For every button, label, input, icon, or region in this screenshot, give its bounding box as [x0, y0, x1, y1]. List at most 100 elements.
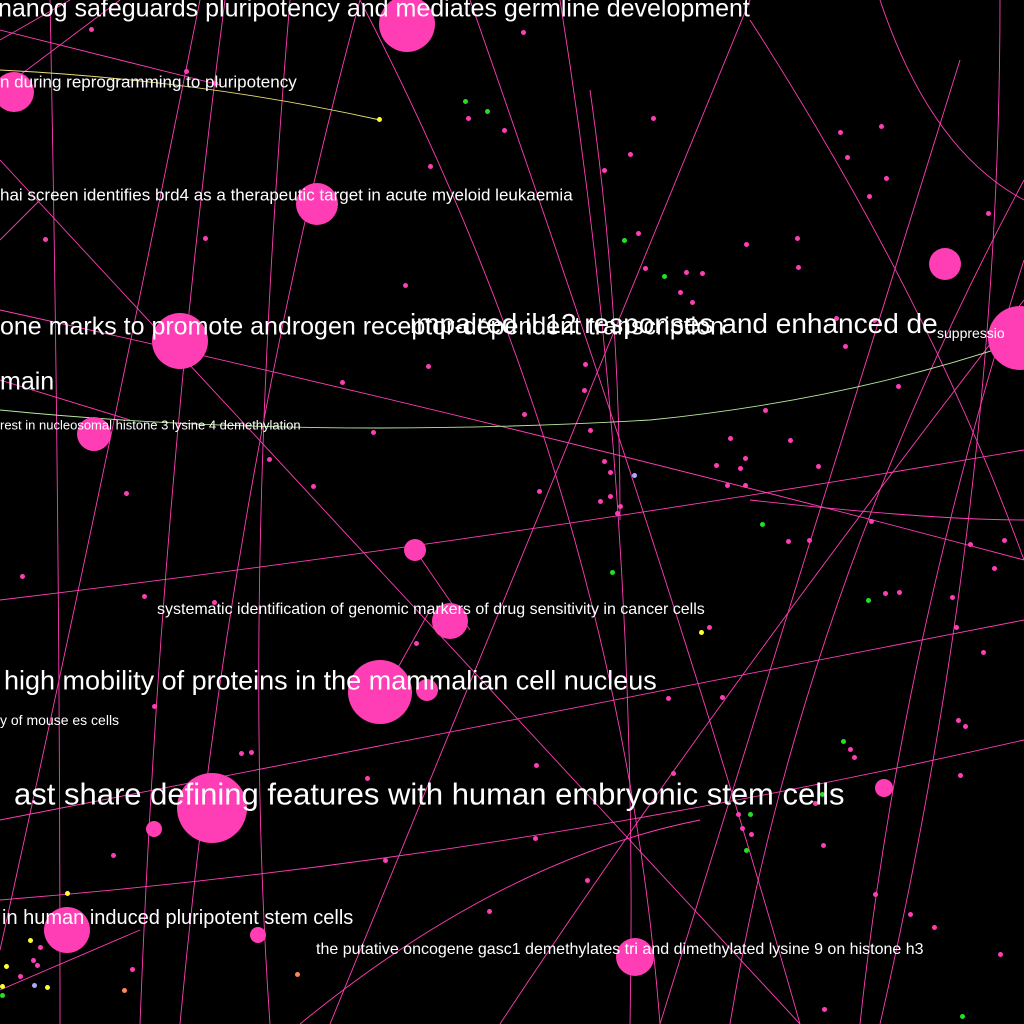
paper-dot[interactable]	[833, 315, 839, 321]
paper-dot[interactable]	[631, 472, 637, 478]
paper-node[interactable]	[44, 907, 90, 953]
paper-dot[interactable]	[42, 236, 48, 242]
paper-dot[interactable]	[762, 407, 768, 413]
paper-dot[interactable]	[851, 754, 857, 760]
paper-dot[interactable]	[872, 891, 878, 897]
paper-dot[interactable]	[339, 379, 345, 385]
paper-dot[interactable]	[787, 437, 793, 443]
paper-dot[interactable]	[743, 241, 749, 247]
paper-dot[interactable]	[642, 265, 648, 271]
paper-node[interactable]	[296, 183, 338, 225]
paper-dot[interactable]	[37, 944, 43, 950]
paper-dot[interactable]	[129, 966, 135, 972]
paper-label-histone3[interactable]: rest in nucleosomal histone 3 lysine 4 d…	[0, 417, 301, 433]
paper-dot[interactable]	[88, 26, 94, 32]
paper-node[interactable]	[929, 248, 961, 280]
paper-dot[interactable]	[967, 541, 973, 547]
paper-dot[interactable]	[141, 593, 147, 599]
paper-dot[interactable]	[17, 973, 23, 979]
paper-dot[interactable]	[402, 282, 408, 288]
paper-dot[interactable]	[677, 289, 683, 295]
paper-dot[interactable]	[151, 703, 157, 709]
paper-node[interactable]	[152, 313, 208, 369]
paper-node[interactable]	[616, 938, 654, 976]
paper-dot[interactable]	[713, 462, 719, 468]
paper-dot[interactable]	[871, 317, 877, 323]
paper-dot[interactable]	[248, 749, 254, 755]
paper-dot[interactable]	[27, 937, 33, 943]
paper-dot[interactable]	[587, 427, 593, 433]
paper-dot[interactable]	[997, 951, 1003, 957]
paper-node[interactable]	[177, 773, 247, 843]
paper-dot[interactable]	[34, 962, 40, 968]
paper-dot[interactable]	[582, 361, 588, 367]
paper-dot[interactable]	[584, 877, 590, 883]
paper-dot[interactable]	[609, 569, 615, 575]
paper-dot[interactable]	[724, 482, 730, 488]
paper-dot[interactable]	[597, 498, 603, 504]
paper-dot[interactable]	[650, 115, 656, 121]
paper-dot[interactable]	[238, 750, 244, 756]
paper-dot[interactable]	[581, 387, 587, 393]
paper-dot[interactable]	[739, 825, 745, 831]
paper-node[interactable]	[416, 679, 438, 701]
paper-dot[interactable]	[868, 518, 874, 524]
paper-node[interactable]	[348, 660, 412, 724]
paper-dot[interactable]	[123, 490, 129, 496]
paper-dot[interactable]	[627, 151, 633, 157]
paper-label-gasc1[interactable]: the putative oncogene gasc1 demethylates…	[316, 941, 924, 958]
paper-dot[interactable]	[699, 270, 705, 276]
paper-dot[interactable]	[607, 469, 613, 475]
paper-label-suppression[interactable]: suppressio	[937, 325, 1005, 341]
paper-dot[interactable]	[64, 890, 70, 896]
paper-label-reprogramming[interactable]: n during reprogramming to pluripotency	[0, 72, 297, 92]
paper-dot[interactable]	[376, 116, 382, 122]
paper-dot[interactable]	[30, 957, 36, 963]
paper-dot[interactable]	[957, 772, 963, 778]
paper-dot[interactable]	[683, 269, 689, 275]
paper-dot[interactable]	[670, 770, 676, 776]
paper-dot[interactable]	[413, 640, 419, 646]
paper-dot[interactable]	[601, 167, 607, 173]
paper-dot[interactable]	[837, 129, 843, 135]
paper-node[interactable]	[77, 417, 111, 451]
paper-dot[interactable]	[294, 971, 300, 977]
paper-dot[interactable]	[698, 629, 704, 635]
paper-dot[interactable]	[883, 175, 889, 181]
paper-dot[interactable]	[110, 852, 116, 858]
paper-dot[interactable]	[484, 108, 490, 114]
paper-dot[interactable]	[785, 538, 791, 544]
paper-dot[interactable]	[742, 455, 748, 461]
paper-dot[interactable]	[601, 458, 607, 464]
paper-dot[interactable]	[462, 98, 468, 104]
paper-dot[interactable]	[955, 717, 961, 723]
paper-node[interactable]	[146, 821, 162, 837]
paper-dot[interactable]	[665, 695, 671, 701]
paper-dot[interactable]	[635, 230, 641, 236]
paper-dot[interactable]	[486, 908, 492, 914]
paper-dot[interactable]	[865, 597, 871, 603]
paper-dot[interactable]	[812, 800, 818, 806]
paper-dot[interactable]	[844, 154, 850, 160]
paper-dot[interactable]	[501, 127, 507, 133]
paper-dot[interactable]	[743, 847, 749, 853]
paper-dot[interactable]	[3, 963, 9, 969]
paper-dot[interactable]	[819, 791, 825, 797]
paper-dot[interactable]	[0, 992, 5, 998]
paper-dot[interactable]	[953, 624, 959, 630]
paper-dot[interactable]	[364, 775, 370, 781]
paper-dot[interactable]	[266, 456, 272, 462]
paper-dot[interactable]	[806, 537, 812, 543]
paper-dot[interactable]	[425, 363, 431, 369]
paper-dot[interactable]	[748, 831, 754, 837]
paper-dot[interactable]	[202, 235, 208, 241]
paper-label-nanog[interactable]: nanog safeguards pluripotency and mediat…	[0, 0, 750, 23]
paper-dot[interactable]	[821, 1006, 827, 1012]
paper-dot[interactable]	[706, 624, 712, 630]
paper-label-domain[interactable]: main	[0, 367, 55, 396]
paper-node[interactable]	[250, 927, 266, 943]
paper-dot[interactable]	[742, 482, 748, 488]
paper-dot[interactable]	[907, 911, 913, 917]
paper-label-mouse-es[interactable]: y of mouse es cells	[0, 712, 120, 728]
paper-dot[interactable]	[747, 811, 753, 817]
